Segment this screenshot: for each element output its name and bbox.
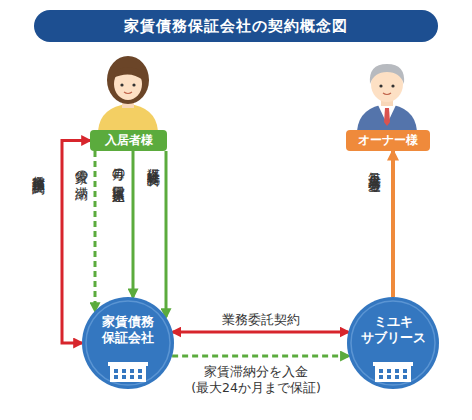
building-window (130, 375, 134, 379)
building-window (387, 375, 391, 379)
tenant-hair (107, 56, 149, 104)
circle-fill (82, 297, 174, 389)
title-banner: 家賃債務保証会社の契約概念図 (34, 10, 438, 42)
building-icon (108, 362, 148, 382)
building-window (379, 369, 383, 373)
building-window (138, 369, 142, 373)
node-label: 入居者様 (105, 133, 153, 148)
building-window (379, 375, 383, 379)
edge-label: 家賃の滞納 (73, 160, 89, 179)
building-window (122, 369, 126, 373)
building-icon (373, 362, 413, 382)
tenant-body (98, 104, 158, 131)
tenant-label: 入居者様 (90, 130, 167, 151)
guarantor-circle: 家賃債務 保証会社 (82, 297, 174, 389)
contract-arrow (62, 141, 90, 344)
circle-ring (351, 301, 435, 385)
edge-label: 家賃債務保証契約 (30, 165, 46, 173)
circle-fill (347, 297, 439, 389)
owner-eye (379, 84, 382, 87)
tenant-eye (120, 83, 123, 86)
building-window (403, 369, 407, 373)
edge-label: 毎月の家賃口座振込 (110, 158, 126, 181)
tenant-face (114, 68, 142, 100)
building-window (122, 375, 126, 379)
edge-label: 毎月全入居者分送金 (366, 162, 382, 171)
building-window (403, 375, 407, 379)
sublease-circle: ミユキ サブリース (347, 297, 439, 389)
owner-eye (391, 84, 394, 87)
node-label: 家賃債務 保証会社 (88, 314, 168, 345)
building-window (387, 369, 391, 373)
outsourcing-arrow (173, 331, 349, 334)
payment-arrow (172, 355, 349, 358)
node-text-holder: 家賃債務 保証会社 (82, 297, 174, 389)
rent-transfer-arrow (132, 151, 135, 297)
circle-ring (86, 301, 170, 385)
building-body (110, 365, 146, 382)
building-body (375, 365, 411, 382)
owner-tie (384, 108, 390, 126)
edge-label: 家賃滞納分を入金 (最大24か月まで保証) (176, 364, 336, 397)
title-text: 家賃債務保証会社の契約概念図 (124, 17, 348, 36)
node-text-holder: オーナー様 (346, 130, 430, 151)
tenant-fringe (113, 67, 143, 80)
owner-hair (370, 64, 404, 84)
fee-arrow (165, 151, 168, 317)
node-label: ミユキ サブリース (353, 314, 433, 345)
node-text-holder: 入居者様 (90, 130, 167, 151)
delinquency-arrow (94, 151, 97, 311)
remittance-arrow (391, 151, 395, 297)
building-roof (373, 362, 413, 366)
building-roof (108, 362, 148, 366)
tenant-mouth (124, 92, 132, 94)
owner-suit (357, 104, 417, 131)
building-window (138, 375, 142, 379)
building-window (114, 369, 118, 373)
building-window (114, 375, 118, 379)
node-label: オーナー様 (358, 133, 418, 148)
building-window (130, 369, 134, 373)
owner-mouth (383, 93, 391, 95)
building-window (395, 375, 399, 379)
edge-label: 保証会社委託料 (145, 158, 161, 165)
owner-person (357, 64, 417, 131)
node-text-holder: ミユキ サブリース (347, 297, 439, 389)
owner-label: オーナー様 (346, 130, 430, 151)
tenant-eye (132, 83, 135, 86)
tenant-person (98, 56, 158, 131)
edge-label: 業務委託契約 (216, 312, 306, 328)
building-window (395, 369, 399, 373)
